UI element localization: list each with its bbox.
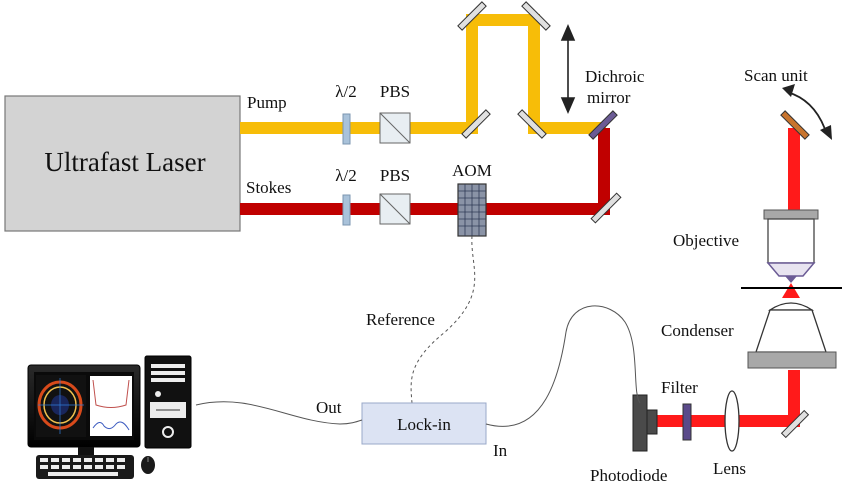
pump-beam <box>240 14 606 134</box>
stokes-label: Stokes <box>246 178 291 197</box>
objective <box>763 209 819 283</box>
aom <box>457 183 487 237</box>
lens-label: Lens <box>713 459 746 478</box>
aom-label: AOM <box>452 161 492 180</box>
delay-adjust-arrow <box>560 23 576 115</box>
detection-fold-mirror <box>780 409 810 439</box>
in-label: In <box>493 441 508 460</box>
ultrafast-laser-label: Ultrafast Laser <box>44 147 205 177</box>
photodiode <box>632 394 658 452</box>
signal-cable <box>485 305 641 427</box>
pbs-pump <box>379 112 411 144</box>
lens <box>724 390 740 452</box>
transmitted-beam <box>690 370 800 427</box>
condenser-label: Condenser <box>661 321 734 340</box>
keyboard-icon <box>36 455 134 479</box>
output-cable <box>195 401 363 425</box>
computer-tower-icon <box>144 355 192 449</box>
dichroic-label-line2: mirror <box>587 88 631 107</box>
objective-label: Objective <box>673 231 739 250</box>
delay-mirror-bottom-right <box>517 109 547 139</box>
scan-rotation-arrow <box>782 84 832 140</box>
dichroic-mirror <box>588 110 618 140</box>
delay-mirror-top-right <box>521 1 551 31</box>
filter <box>682 403 692 441</box>
delay-mirror-bottom-left <box>461 109 491 139</box>
pbs-stokes <box>379 193 411 225</box>
pbs-stokes-label: PBS <box>380 166 410 185</box>
filter-label: Filter <box>661 378 698 397</box>
scan-unit-label: Scan unit <box>744 66 808 85</box>
halfwave-plate-stokes-label: λ/2 <box>335 166 356 185</box>
ultrafast-laser-box <box>4 95 241 232</box>
pump-label: Pump <box>247 93 287 112</box>
stokes-beam <box>240 128 610 215</box>
stokes-fold-mirror <box>590 192 622 224</box>
halfwave-plate-pump <box>342 113 351 145</box>
halfwave-plate-stokes <box>342 194 351 226</box>
lockin-box <box>361 402 487 445</box>
scan-mirror <box>780 110 810 140</box>
focus-cone <box>782 283 800 298</box>
condenser <box>747 302 837 369</box>
pbs-pump-label: PBS <box>380 82 410 101</box>
mouse-icon <box>141 456 155 474</box>
lockin-label: Lock-in <box>397 415 451 434</box>
reference-label: Reference <box>366 310 435 329</box>
halfwave-plate-pump-label: λ/2 <box>335 82 356 101</box>
delay-mirror-top-left <box>457 1 487 31</box>
out-label: Out <box>316 398 342 417</box>
dichroic-label-line1: Dichroic <box>585 67 645 86</box>
photodiode-label: Photodiode <box>590 466 667 485</box>
computer-monitor-icon <box>27 364 141 455</box>
reference-cable <box>410 235 476 404</box>
